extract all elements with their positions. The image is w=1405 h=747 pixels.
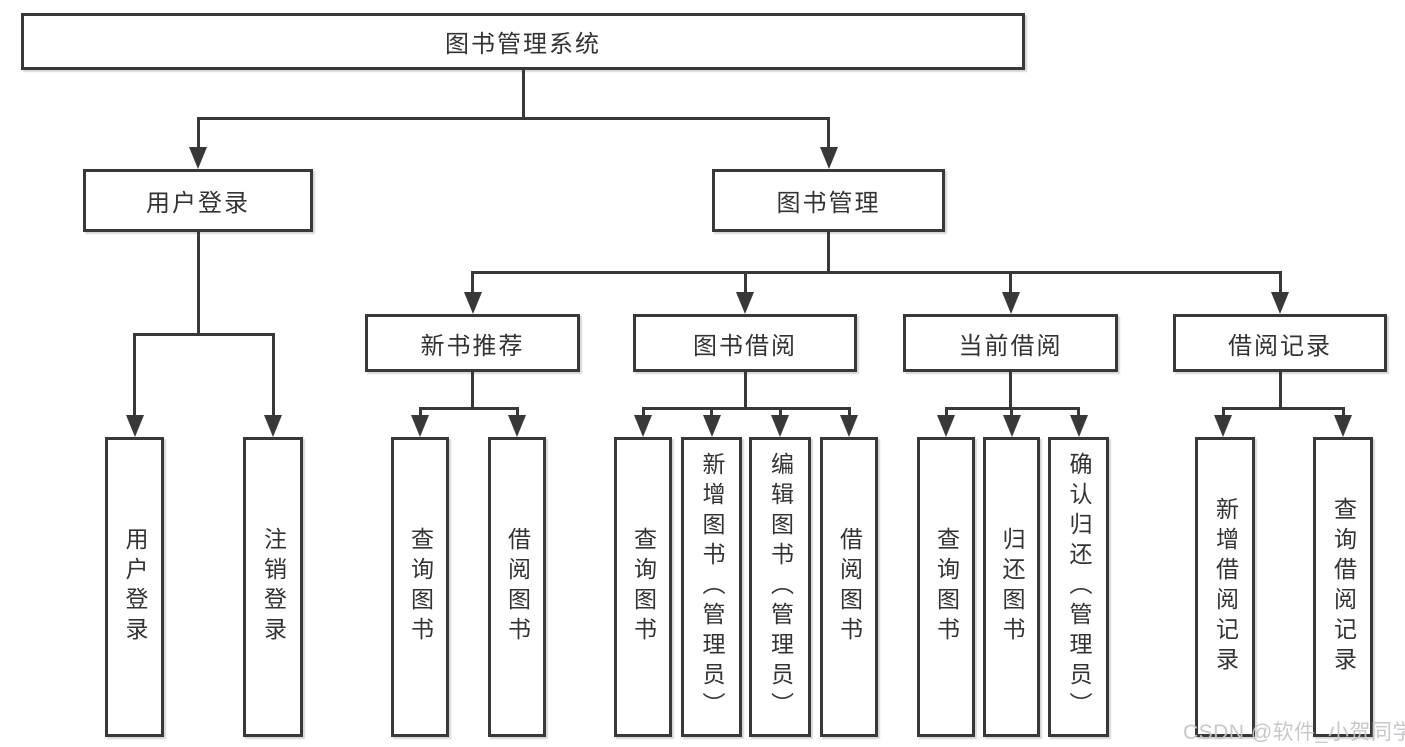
leaf-user-login: 用户登录 <box>105 437 164 737</box>
connector-line <box>1278 372 1282 410</box>
arrowhead <box>1271 292 1289 314</box>
arrowhead <box>771 415 789 437</box>
connector-line <box>1010 407 1013 419</box>
connector-line <box>271 333 275 418</box>
connector-line <box>471 271 1282 274</box>
node-borrowing-records: 借阅记录 <box>1173 314 1387 372</box>
leaf-label: 新增图书（管理员） <box>699 452 725 722</box>
connector-line <box>521 70 525 120</box>
arrowhead <box>702 415 721 437</box>
arrowhead <box>1069 415 1088 437</box>
leaf-label: 编辑图书（管理员） <box>767 452 794 722</box>
leaf-add-books-admin: 新增图书（管理员） <box>681 437 742 737</box>
leaf-label: 注销登录 <box>260 527 287 647</box>
leaf-label: 查询图书 <box>630 527 657 647</box>
leaf-query-borrow-record: 查询借阅记录 <box>1313 437 1373 737</box>
arrowhead <box>463 292 482 314</box>
connector-line <box>778 407 782 419</box>
node-book-management: 图书管理 <box>712 169 945 232</box>
connector-line <box>471 372 474 410</box>
connector-line <box>418 407 519 410</box>
connector-line <box>133 333 275 336</box>
arrowhead <box>125 415 144 437</box>
connector-line <box>1341 407 1345 419</box>
node-user-login: 用户登录 <box>83 169 313 232</box>
leaf-return-books: 归还图书 <box>983 437 1040 737</box>
connector-line <box>196 117 200 150</box>
node-book-borrowing: 图书借阅 <box>633 314 857 372</box>
leaf-borrow-books-recommend: 借阅图书 <box>488 437 546 737</box>
connector-line <box>847 407 851 419</box>
connector-line <box>743 372 747 410</box>
connector-line <box>641 407 851 410</box>
csdn-watermark: CSDN @软件_小贺同学 <box>1183 721 1405 744</box>
connector-line <box>1009 271 1012 295</box>
connector-line <box>1077 407 1080 419</box>
leaf-label: 查询图书 <box>933 527 960 647</box>
node-current-borrowing: 当前借阅 <box>903 314 1118 372</box>
leaf-query-books-borrowing: 查询图书 <box>614 437 672 737</box>
leaf-label: 借阅图书 <box>836 527 863 647</box>
connector-line <box>827 232 830 274</box>
node-root-system: 图书管理系统 <box>21 13 1025 70</box>
connector-line <box>710 407 713 419</box>
arrowhead <box>411 415 429 437</box>
arrowhead <box>1002 415 1021 437</box>
connector-line <box>641 407 645 419</box>
connector-line <box>196 232 200 335</box>
leaf-add-borrow-record: 新增借阅记录 <box>1195 437 1255 737</box>
connector-line <box>418 407 422 419</box>
arrowhead <box>1001 292 1020 314</box>
leaf-label: 用户登录 <box>122 527 148 647</box>
arrowhead <box>508 415 526 437</box>
leaf-confirm-return-admin: 确认归还（管理员） <box>1048 437 1109 737</box>
arrowhead <box>1334 415 1352 437</box>
connector-line <box>1278 271 1282 295</box>
connector-line <box>515 407 519 419</box>
arrowhead <box>840 415 858 437</box>
leaf-query-books-recommend: 查询图书 <box>391 437 449 737</box>
connector-line <box>133 333 136 418</box>
arrowhead <box>937 415 955 437</box>
connector-line <box>196 117 830 120</box>
connector-line <box>471 271 474 295</box>
arrowhead <box>189 147 207 169</box>
leaf-label: 新增借阅记录 <box>1212 497 1239 677</box>
connector-line <box>944 407 948 419</box>
arrowhead <box>264 415 282 437</box>
leaf-edit-books-admin: 编辑图书（管理员） <box>749 437 811 737</box>
leaf-label: 查询借阅记录 <box>1330 497 1357 677</box>
arrowhead <box>736 292 754 314</box>
arrowhead <box>634 415 652 437</box>
connector-line <box>1009 372 1012 410</box>
leaf-label: 查询图书 <box>407 527 434 647</box>
leaf-label: 确认归还（管理员） <box>1066 452 1092 722</box>
arrowhead <box>819 147 838 169</box>
leaf-borrow-books-borrowing: 借阅图书 <box>820 437 878 737</box>
leaf-logout-login: 注销登录 <box>243 437 303 737</box>
leaf-label: 借阅图书 <box>504 527 531 647</box>
arrowhead <box>1214 415 1232 437</box>
node-new-book-recommendation: 新书推荐 <box>365 314 580 372</box>
connector-line <box>1221 407 1345 410</box>
leaf-label: 归还图书 <box>999 527 1025 647</box>
leaf-query-books-current: 查询图书 <box>917 437 975 737</box>
connector-line <box>827 117 830 150</box>
connector-line <box>1221 407 1225 419</box>
connector-line <box>743 271 747 295</box>
